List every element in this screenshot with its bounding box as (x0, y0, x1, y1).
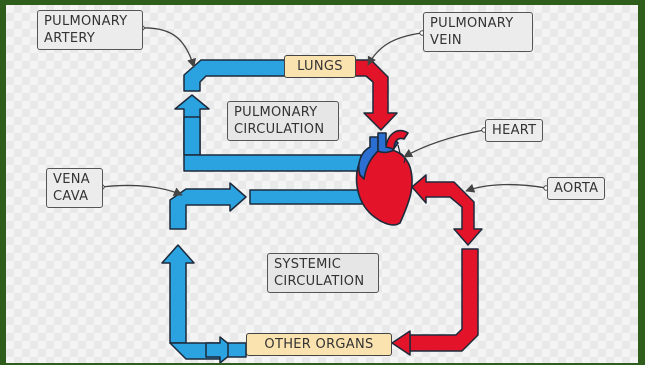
aorta-label-text: AORTA (554, 181, 598, 196)
lungs-label-text: LUNGS (297, 59, 343, 74)
heart-shape (357, 131, 413, 225)
other-organs-label-text: OTHER ORGANS (264, 337, 373, 352)
vena-cava-label: VENA CAVA (46, 168, 103, 208)
systemic-circulation-line-1: SYSTEMIC (274, 256, 372, 273)
heart-label: HEART (485, 119, 543, 142)
systemic-circulation-box: SYSTEMIC CIRCULATION (267, 253, 379, 293)
pulmonary-artery-line-2: ARTERY (44, 30, 136, 47)
pulmonary-circulation-line-2: CIRCULATION (234, 121, 332, 138)
lungs-box: LUNGS (284, 55, 356, 78)
vena-cava-line-1: VENA (53, 171, 96, 188)
pulmonary-circulation-line-1: PULMONARY (234, 104, 332, 121)
circulation-diagram: PULMONARY ARTERY PULMONARY VEIN VENA CAV… (6, 5, 638, 363)
pulmonary-circulation-box: PULMONARY CIRCULATION (227, 101, 339, 141)
pulmonary-vein-label: PULMONARY VEIN (423, 12, 533, 52)
pulmonary-artery-line-1: PULMONARY (44, 13, 136, 30)
pulmonary-vein-line-1: PULMONARY (430, 15, 526, 32)
pulmonary-vein-line-2: VEIN (430, 32, 526, 49)
pulmonary-artery-label: PULMONARY ARTERY (37, 10, 143, 50)
pulmonary-vein-red (354, 60, 397, 130)
aorta-label: AORTA (547, 177, 605, 200)
systemic-circulation-line-2: CIRCULATION (274, 273, 372, 290)
heart-label-text: HEART (492, 123, 536, 138)
vena-cava-line-2: CAVA (53, 188, 96, 205)
other-organs-box: OTHER ORGANS (246, 333, 392, 356)
